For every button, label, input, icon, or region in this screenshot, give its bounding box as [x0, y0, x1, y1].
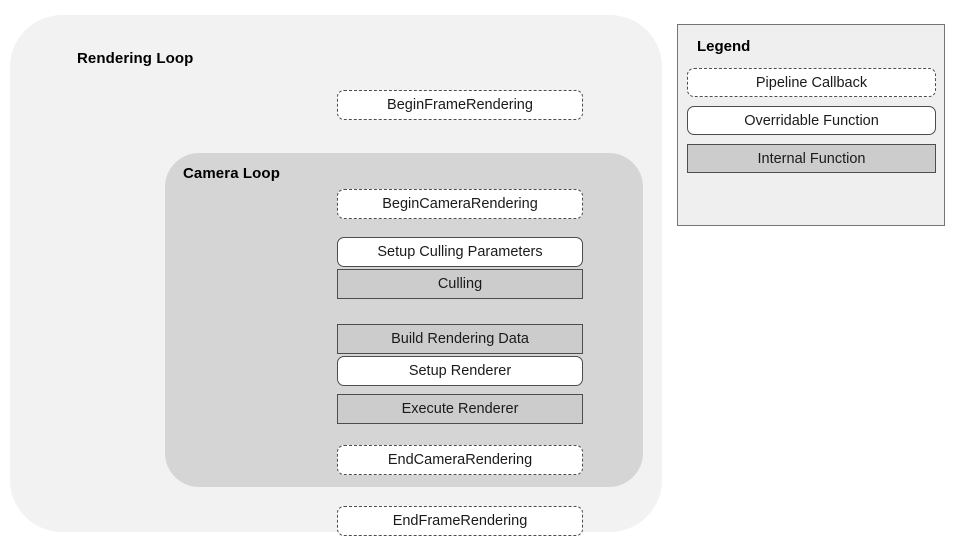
rendering-loop-container: Rendering Loop Camera Loop BeginFrameRen…	[10, 15, 662, 536]
legend-title: Legend	[697, 38, 751, 55]
flow-node-begincamerarendering[interactable]: BeginCameraRendering	[337, 189, 583, 219]
flow-node-endcamerarendering[interactable]: EndCameraRendering	[337, 445, 583, 475]
flow-node-setup-culling-parameters[interactable]: Setup Culling Parameters	[337, 237, 583, 267]
flow-node-setup-renderer[interactable]: Setup Renderer	[337, 356, 583, 386]
flow-node-endframerendering[interactable]: EndFrameRendering	[337, 506, 583, 536]
legend-item-pipeline-callback: Pipeline Callback	[687, 68, 936, 97]
flow-node-beginframerendering[interactable]: BeginFrameRendering	[337, 90, 583, 120]
flow-node-build-rendering-data[interactable]: Build Rendering Data	[337, 324, 583, 354]
flow-node-execute-renderer[interactable]: Execute Renderer	[337, 394, 583, 424]
camera-loop-title: Camera Loop	[183, 165, 280, 182]
rendering-loop-title: Rendering Loop	[77, 50, 194, 67]
legend-item-internal-function: Internal Function	[687, 144, 936, 173]
flow-node-culling[interactable]: Culling	[337, 269, 583, 299]
legend-item-overridable-function: Overridable Function	[687, 106, 936, 135]
